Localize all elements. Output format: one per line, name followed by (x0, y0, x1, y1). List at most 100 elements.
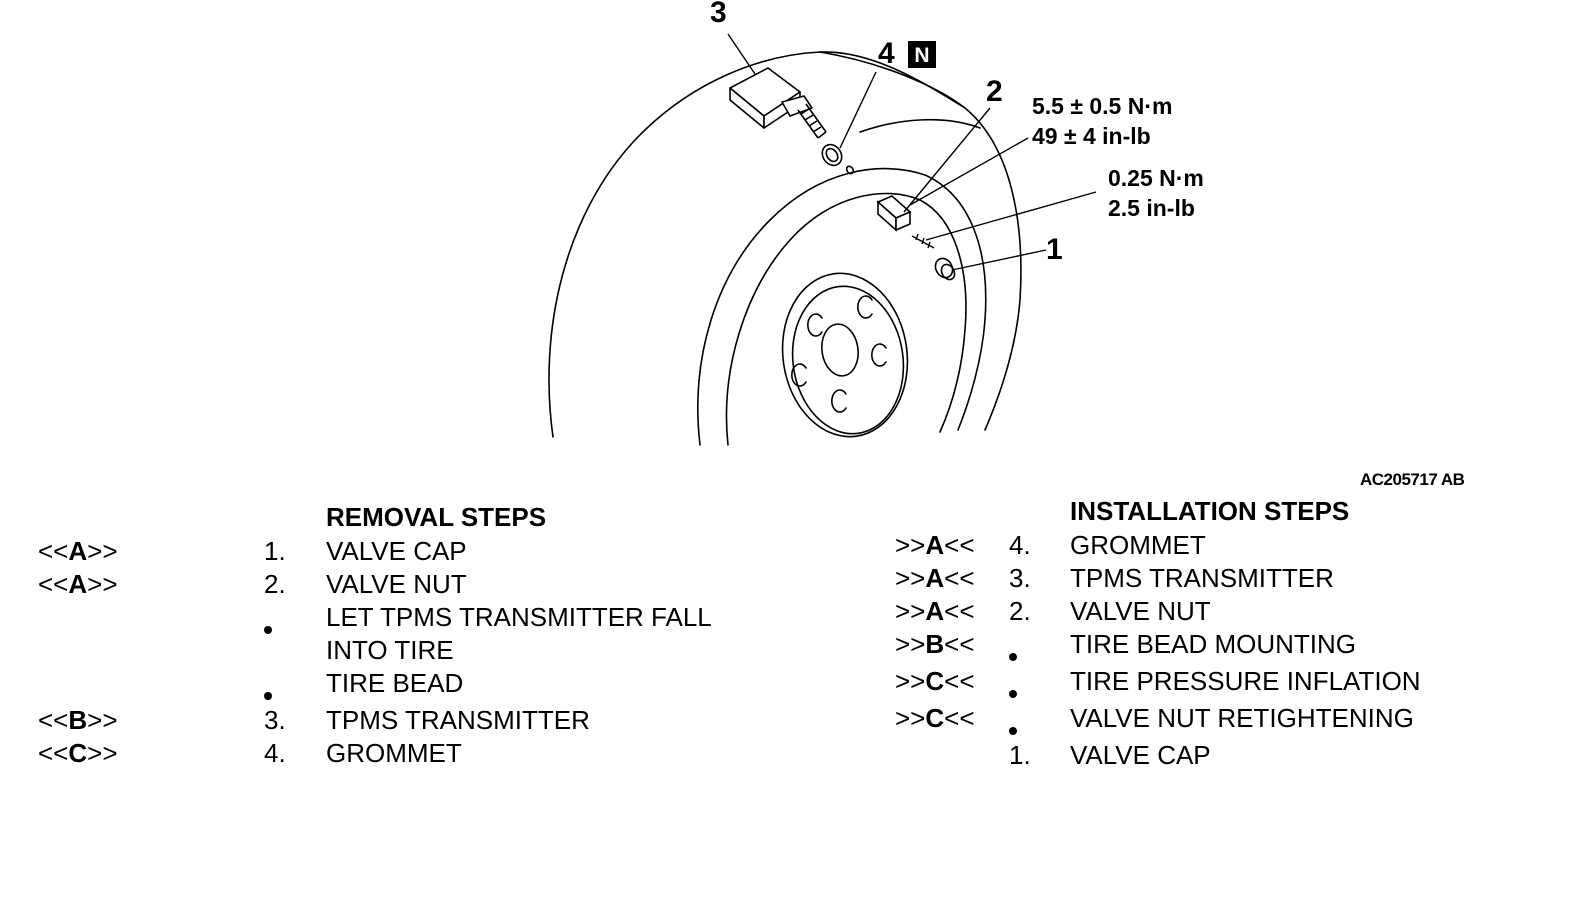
step-code: >>C<< (895, 703, 975, 734)
step-text: VALVE CAP (326, 536, 467, 566)
step-text: GROMMET (326, 738, 462, 768)
step-row: <<A>> 1. VALVE CAP (38, 536, 738, 569)
step-row: LET TPMS TRANSMITTER FALL (38, 602, 738, 635)
step-number: 2. (264, 569, 286, 599)
bullet-dot-icon (1009, 727, 1017, 735)
step-text: TIRE BEAD (326, 668, 464, 698)
step-bullet (264, 668, 272, 700)
step-row: >>B<< TIRE BEAD MOUNTING (895, 629, 1584, 662)
step-code-suffix: >> (87, 536, 118, 566)
bullet-dot-icon (1009, 653, 1017, 661)
hub-inner-ring (791, 285, 905, 435)
step-row: <<B>>3.TPMS TRANSMITTER (38, 705, 738, 738)
callout-3: 3 (710, 0, 727, 29)
step-text: TPMS TRANSMITTER (326, 705, 590, 735)
step-text: TPMS TRANSMITTER (1070, 563, 1334, 593)
step-text: VALVE NUT RETIGHTENING (1070, 703, 1414, 733)
tire-tread-edge (819, 51, 966, 109)
lug-hole (857, 295, 873, 319)
valve-nut (876, 195, 912, 232)
step-code-suffix: << (944, 629, 975, 659)
non-reusable-badge: N (908, 41, 936, 68)
step-code-letter: C (925, 666, 945, 696)
step-number: 1. (264, 536, 286, 566)
step-code-letter: B (68, 705, 88, 735)
step-code-letter: C (925, 703, 945, 733)
lug-hole (871, 343, 887, 367)
step-row: <<C>> 4. GROMMET (38, 738, 738, 771)
step-code-letter: A (68, 569, 88, 599)
step-code-suffix: >> (87, 738, 118, 768)
step-code-prefix: << (38, 536, 69, 566)
step-code: <<A>> (38, 536, 118, 567)
wheel-rim-inner (725, 192, 967, 446)
bullet-dot-icon (1009, 690, 1017, 698)
step-bullet (264, 602, 272, 634)
step-code-prefix: << (38, 705, 69, 735)
hub-center-bore (821, 323, 859, 377)
wheel-rim-outer (697, 167, 987, 446)
step-code-letter: A (68, 536, 88, 566)
step-code-letter: A (925, 596, 945, 626)
step-code: >>A<< (895, 563, 975, 594)
step-text: TIRE PRESSURE INFLATION (1070, 666, 1421, 696)
bullet-dot-icon (264, 692, 272, 700)
step-code: >>C<< (895, 666, 975, 697)
step-number: 4. (264, 738, 286, 768)
step-text: VALVE CAP (1070, 740, 1211, 770)
step-text: INTO TIRE (326, 635, 454, 665)
grommet (821, 143, 855, 175)
step-number: 1. (1009, 740, 1031, 770)
step-code: >>A<< (895, 530, 975, 561)
removal-steps-heading: REMOVAL STEPS (326, 502, 547, 532)
step-number: 2. (1009, 596, 1031, 626)
step-code: <<C>> (38, 738, 118, 769)
valve-core (911, 233, 935, 249)
step-row: >>A<<3.TPMS TRANSMITTER (895, 563, 1584, 596)
step-text: VALVE NUT (326, 569, 467, 599)
step-number: 3. (264, 705, 286, 735)
torque-valve-core-imperial: 2.5 in-lb (1108, 195, 1195, 221)
leader-line-torque-core (925, 191, 1097, 241)
step-code-prefix: >> (895, 530, 926, 560)
step-code: >>B<< (895, 629, 975, 660)
leader-line-3 (727, 33, 756, 75)
figure-id: AC205717 AB (1360, 470, 1465, 489)
leader-line-torque-nut (909, 137, 1029, 206)
lug-hole (791, 363, 807, 387)
step-code-letter: B (925, 629, 945, 659)
step-code-letter: C (68, 738, 88, 768)
step-bullet (1009, 703, 1017, 735)
step-text: TIRE BEAD MOUNTING (1070, 629, 1357, 659)
step-bullet (1009, 666, 1017, 698)
step-row: TIRE BEAD (38, 668, 738, 701)
callout-4: 4 (878, 37, 895, 70)
step-code-suffix: << (944, 563, 975, 593)
step-code-prefix: << (38, 738, 69, 768)
step-row: >>C<< VALVE NUT RETIGHTENING (895, 703, 1584, 736)
step-number: 4. (1009, 530, 1031, 560)
step-row: >>C<< TIRE PRESSURE INFLATION (895, 666, 1584, 699)
callout-1: 1 (1046, 233, 1063, 266)
step-code-suffix: >> (87, 569, 118, 599)
tire-outer-outline (548, 51, 1022, 438)
step-row: >>A<<2.VALVE NUT (895, 596, 1584, 629)
torque-valve-nut-imperial: 49 ± 4 in-lb (1032, 123, 1151, 149)
step-code-prefix: << (38, 569, 69, 599)
callout-2: 2 (986, 75, 1003, 108)
valve-cap (934, 257, 956, 281)
non-reusable-badge-letter: N (914, 44, 929, 67)
installation-steps-heading: INSTALLATION STEPS (1070, 496, 1350, 526)
step-code-suffix: << (944, 703, 975, 733)
step-code-suffix: << (944, 666, 975, 696)
leader-line-4 (839, 71, 877, 149)
lug-hole (807, 313, 823, 337)
step-row: >>A<<4.GROMMET (895, 530, 1584, 563)
installation-steps-panel: INSTALLATION STEPS >>A<<4.GROMMET>>A<<3.… (895, 496, 1555, 786)
step-row: INTO TIRE (38, 635, 738, 668)
torque-valve-nut-metric: 5.5 ± 0.5 N·m (1032, 93, 1172, 119)
step-code: <<A>> (38, 569, 118, 600)
step-code-suffix: << (944, 530, 975, 560)
step-code-prefix: >> (895, 666, 926, 696)
leader-line-2 (903, 107, 991, 213)
